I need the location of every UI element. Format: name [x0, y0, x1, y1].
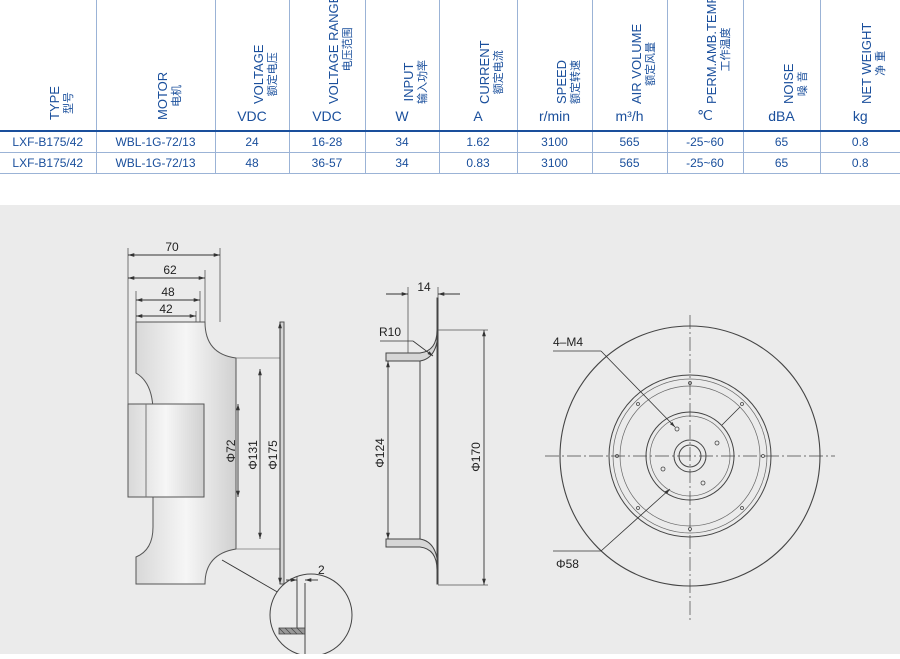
column-header-english: AIR VOLUME: [630, 24, 644, 104]
table-cell: 565: [592, 131, 667, 153]
column-header-chinese: 额定电流: [492, 40, 506, 104]
table-cell: 65: [743, 131, 820, 153]
column-unit: VDC: [216, 108, 289, 124]
column-unit: W: [366, 108, 439, 124]
dia-131-label: Φ131: [246, 440, 260, 470]
column-header-chinese: 输入功率: [416, 60, 430, 104]
dim-2-label: 2: [318, 563, 325, 577]
column-header-english: MOTOR: [156, 72, 170, 120]
column-unit: r/min: [518, 108, 592, 124]
column-header-english: TYPE: [48, 86, 62, 120]
table-cell: 1.62: [439, 131, 517, 153]
section-view: 14 R10 Φ124 Φ170: [373, 280, 488, 585]
table-cell: WBL-1G-72/13: [96, 131, 215, 153]
column-header-chinese: 额定风量: [644, 24, 658, 104]
column-unit: m³/h: [593, 108, 667, 124]
column-unit: A: [440, 108, 517, 124]
table-cell: LXF-B175/42: [0, 153, 96, 174]
column-header-english: PERM.AMB.TEMP: [705, 0, 719, 104]
dia-170-label: Φ170: [469, 442, 483, 472]
table-cell: -25~60: [667, 153, 743, 174]
technical-drawing-panel: 70 62 48 42 Φ72 Φ131 Φ175: [0, 205, 900, 654]
column-header-english: INPUT: [402, 60, 416, 104]
table-cell: 16-28: [289, 131, 365, 153]
dia-72-label: Φ72: [224, 439, 238, 462]
table-cell: 3100: [517, 153, 592, 174]
column-unit: VDC: [290, 108, 365, 124]
dim-42-label: 42: [159, 302, 173, 316]
table-cell: 65: [743, 153, 820, 174]
dim-14-label: 14: [417, 280, 431, 294]
column-header-english: VOLTAGE RANGE: [327, 0, 341, 104]
table-cell: 48: [215, 153, 289, 174]
side-view: 70 62 48 42 Φ72 Φ131 Φ175: [128, 240, 352, 654]
table-cell: -25~60: [667, 131, 743, 153]
table-cell: 3100: [517, 131, 592, 153]
front-view: 4–M4 Φ58: [545, 315, 835, 620]
table-cell: 34: [365, 131, 439, 153]
column-header-english: NOISE: [782, 64, 796, 104]
table-cell: 24: [215, 131, 289, 153]
dim-70-label: 70: [165, 240, 179, 254]
dia-124-label: Φ124: [373, 438, 387, 468]
column-header-chinese: 额定电压: [266, 45, 280, 104]
radius-r10-label: R10: [379, 325, 401, 339]
column-unit: ℃: [668, 107, 743, 124]
table-cell: 36-57: [289, 153, 365, 174]
column-header-chinese: 型号: [62, 86, 76, 120]
column-header-chinese: 工作温度: [719, 0, 733, 104]
dim-48-label: 48: [161, 285, 175, 299]
column-header-english: NET WEIGHT: [860, 23, 874, 104]
holes-4-m4-label: 4–M4: [553, 335, 583, 349]
dia-58-label: Φ58: [556, 557, 579, 571]
column-header-chinese: 净 重: [874, 23, 888, 104]
column-header-chinese: 噪 音: [796, 64, 810, 104]
table-cell: 0.8: [820, 131, 900, 153]
table-cell: 0.8: [820, 153, 900, 174]
table-cell: WBL-1G-72/13: [96, 153, 215, 174]
technical-drawing: 70 62 48 42 Φ72 Φ131 Φ175: [0, 205, 900, 654]
table-cell: LXF-B175/42: [0, 131, 96, 153]
column-unit: kg: [821, 108, 900, 124]
column-header-english: CURRENT: [478, 40, 492, 104]
table-cell: 565: [592, 153, 667, 174]
column-header-chinese: 额定转速: [569, 60, 583, 104]
column-unit: dBA: [744, 108, 820, 124]
column-header-chinese: 电机: [170, 72, 184, 120]
dia-175-label: Φ175: [266, 440, 280, 470]
table-cell: 34: [365, 153, 439, 174]
column-header-english: SPEED: [555, 60, 569, 104]
column-header-english: VOLTAGE: [252, 45, 266, 104]
table-cell: 0.83: [439, 153, 517, 174]
column-header-chinese: 电压范围: [341, 0, 355, 104]
dim-62-label: 62: [163, 263, 177, 277]
